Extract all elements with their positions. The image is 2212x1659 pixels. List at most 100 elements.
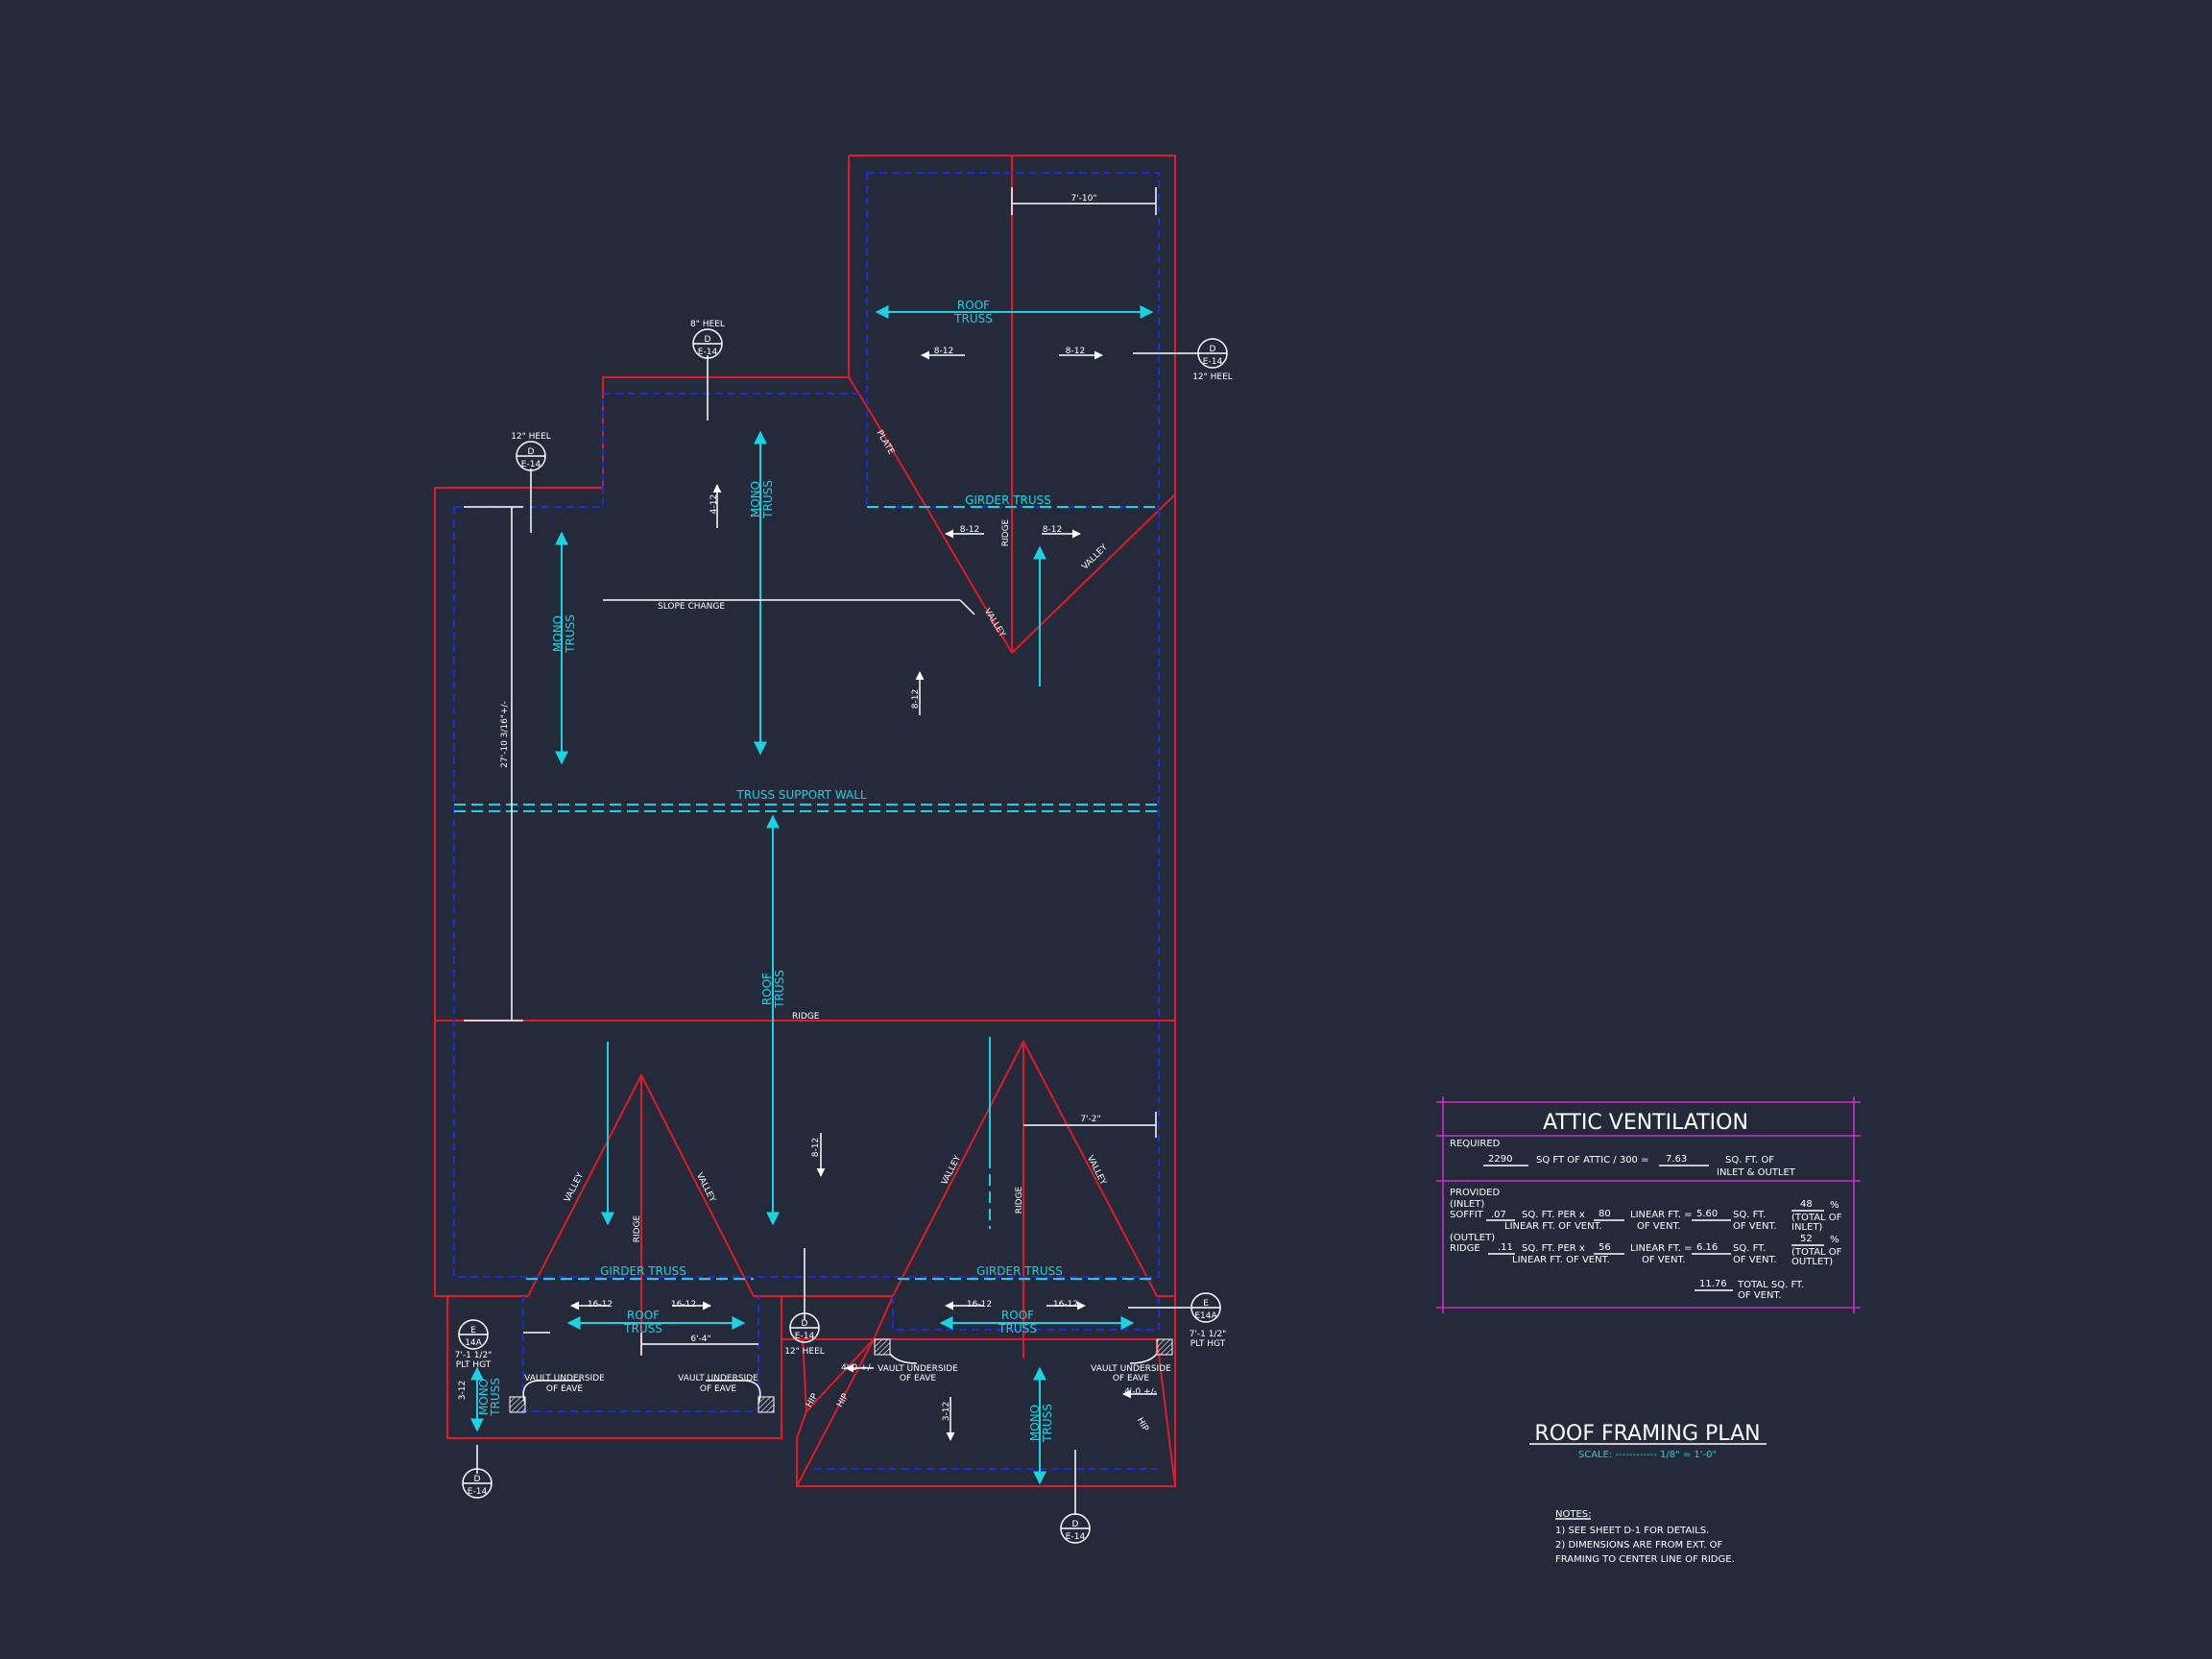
heel-12-label-a: 12" HEEL xyxy=(511,432,551,442)
callout-letter-h: D xyxy=(1072,1520,1079,1529)
inlet-total-1: (TOTAL OF xyxy=(1791,1213,1842,1223)
vault-label-a2: OF EAVE xyxy=(546,1384,584,1394)
pitch-3-12-b: 3-12 xyxy=(458,1381,468,1400)
inlet-label-1: (INLET) xyxy=(1450,1199,1484,1210)
roof-truss-label-b1: ROOF xyxy=(627,1309,660,1322)
mono-truss-label-c1: MONO xyxy=(477,1379,491,1415)
callout-letter-a: D xyxy=(705,335,711,345)
ridge-label-top: RIDGE xyxy=(1001,518,1011,546)
title-block: ROOF FRAMING PLAN SCALE: ------------ 1/… xyxy=(1529,1422,1767,1460)
heel-12-label-c: 12" HEEL xyxy=(784,1347,825,1357)
inlet-linear-text-2: OF VENT. xyxy=(1637,1221,1681,1232)
callout-letter-b: D xyxy=(528,447,535,457)
dim-top-right: 7'-10" xyxy=(1070,194,1096,204)
pitch-4-12-a: 4-12 xyxy=(709,494,719,514)
sq-ft-attic-value: 2290 xyxy=(1488,1154,1512,1165)
inlet-per-text-2: LINEAR FT. OF VENT. xyxy=(1504,1221,1602,1232)
callout-sheet-g: E-14 xyxy=(468,1487,488,1497)
required-unit-2: INLET & OUTLET xyxy=(1717,1167,1796,1178)
pitch-8-12-d: 8-12 xyxy=(1043,525,1062,535)
pitch-3-12-a: 3-12 xyxy=(942,1402,951,1421)
roof-truss-label-v1: ROOF xyxy=(760,973,774,1005)
vault-label-b1: VAULT UNDERSIDE xyxy=(678,1374,758,1383)
hip-label-b: HIP xyxy=(835,1392,851,1409)
outlet-per-value: .11 xyxy=(1498,1242,1513,1253)
callout-letter-g: D xyxy=(474,1475,481,1484)
plt-hgt-b2: PLT HGT xyxy=(456,1360,492,1370)
vault-label-a1: VAULT UNDERSIDE xyxy=(524,1374,605,1383)
outlet-linear-value: 56 xyxy=(1599,1242,1611,1253)
outlet-total-2: OUTLET) xyxy=(1791,1257,1833,1267)
dim-left-vertical: 27'-10 3/16"+/- xyxy=(500,701,510,768)
callout-letter-e: E xyxy=(1203,1299,1209,1309)
outlet-total-1: (TOTAL OF xyxy=(1791,1247,1842,1258)
outlet-per-text-2: LINEAR FT. OF VENT. xyxy=(1512,1255,1610,1265)
valley-label-b: VALLEY xyxy=(982,607,1007,639)
truss-support-wall-label: TRUSS SUPPORT WALL xyxy=(735,788,867,802)
roof-truss-label-b2: TRUSS xyxy=(623,1322,662,1335)
pitch-8-12-a: 8-12 xyxy=(934,347,953,356)
notes-block: NOTES: 1) SEE SHEET D-1 FOR DETAILS. 2) … xyxy=(1555,1509,1735,1565)
roof-truss-label-a2: TRUSS xyxy=(953,312,993,325)
valley-label-a: VALLEY xyxy=(1080,542,1110,572)
outlet-per-text-1: SQ. FT. PER x xyxy=(1522,1243,1585,1254)
vault-label-b2: OF EAVE xyxy=(700,1384,737,1394)
pitch-8-12-b: 8-12 xyxy=(1066,347,1085,356)
pitch-16-12-d: 16-12 xyxy=(1053,1300,1078,1310)
total-value: 11.76 xyxy=(1699,1279,1727,1289)
vault-label-d1: VAULT UNDERSIDE xyxy=(1091,1364,1171,1374)
pitch-8-12-f: 8-12 xyxy=(811,1138,821,1157)
drawing-scale: SCALE: ------------ 1/8" = 1'-0" xyxy=(1578,1450,1717,1460)
mono-truss-label-d1: MONO xyxy=(1028,1405,1042,1441)
roof-truss-label-c1: ROOF xyxy=(1001,1309,1034,1322)
mono-truss-label-d2: TRUSS xyxy=(1041,1404,1054,1443)
plt-hgt-a1: 7'-1 1/2" xyxy=(1190,1330,1227,1339)
total-text-2: OF VENT. xyxy=(1738,1290,1782,1301)
pitch-8-12-c: 8-12 xyxy=(960,525,979,535)
outlet-label-1: (OUTLET) xyxy=(1450,1233,1495,1243)
hip-label-c: HIP xyxy=(1135,1416,1150,1433)
outlet-label-2: RIDGE xyxy=(1450,1243,1480,1254)
attic-ventilation-title: ATTIC VENTILATION xyxy=(1543,1111,1748,1135)
plate-label: PLATE xyxy=(875,429,896,457)
vault-label-c1: VAULT UNDERSIDE xyxy=(878,1364,958,1374)
attic-formula: SQ FT OF ATTIC / 300 = xyxy=(1536,1155,1648,1166)
outlet-sqft-value: 6.16 xyxy=(1696,1242,1718,1253)
inlet-total-2: INLET) xyxy=(1791,1222,1822,1233)
dimension-lines xyxy=(464,187,1198,1515)
slope-change-label: SLOPE CHANGE xyxy=(658,602,725,612)
dim-right-mid: 7'-2" xyxy=(1080,1115,1100,1124)
girder-truss-label-left: GIRDER TRUSS xyxy=(600,1264,686,1278)
note-item-2: 2) DIMENSIONS ARE FROM EXT. OF xyxy=(1555,1540,1723,1551)
callout-sheet-e: E14A xyxy=(1194,1311,1217,1321)
callout-sheet-b: E-14 xyxy=(521,460,541,469)
note-item-1: 1) SEE SHEET D-1 FOR DETAILS. xyxy=(1555,1526,1709,1536)
inlet-sqft-text-2: OF VENT. xyxy=(1733,1221,1777,1232)
vault-label-d2: OF EAVE xyxy=(1113,1374,1150,1383)
inlet-per-value: .07 xyxy=(1491,1210,1506,1220)
callout-sheet-a: E-14 xyxy=(698,348,718,357)
callout-letter-c: D xyxy=(1210,345,1216,354)
ridge-label-right: RIDGE xyxy=(1015,1186,1024,1214)
inlet-linear-value: 80 xyxy=(1599,1209,1611,1219)
girder-truss-label-top: GIRDER TRUSS xyxy=(965,493,1051,507)
notes-heading: NOTES: xyxy=(1555,1509,1592,1520)
inlet-sqft-value: 5.60 xyxy=(1696,1209,1718,1219)
roof-truss-label-c2: TRUSS xyxy=(998,1322,1037,1335)
outlet-pct-value: 52 xyxy=(1800,1234,1813,1244)
callout-sheet-c: E-14 xyxy=(1203,357,1223,367)
inlet-pct-value: 48 xyxy=(1800,1199,1813,1210)
truss-lines xyxy=(454,305,1159,1485)
inlet-linear-text-1: LINEAR FT. = xyxy=(1630,1210,1693,1220)
plt-hgt-b1: 7'-1 1/2" xyxy=(455,1351,493,1360)
attic-ventilation-table: ATTIC VENTILATION REQUIRED 2290 SQ FT OF… xyxy=(1436,1096,1861,1313)
callout-letter-d: D xyxy=(802,1319,808,1329)
dim-small-a: 4'-0 +/- xyxy=(841,1363,874,1373)
required-result-value: 7.63 xyxy=(1666,1154,1687,1165)
mono-truss-label-b2: TRUSS xyxy=(761,480,775,519)
provided-label: PROVIDED xyxy=(1450,1188,1500,1198)
pitch-16-12-b: 16-12 xyxy=(671,1300,696,1310)
heel-8-label: 8" HEEL xyxy=(690,320,725,329)
hip-label-a: HIP xyxy=(805,1392,820,1409)
